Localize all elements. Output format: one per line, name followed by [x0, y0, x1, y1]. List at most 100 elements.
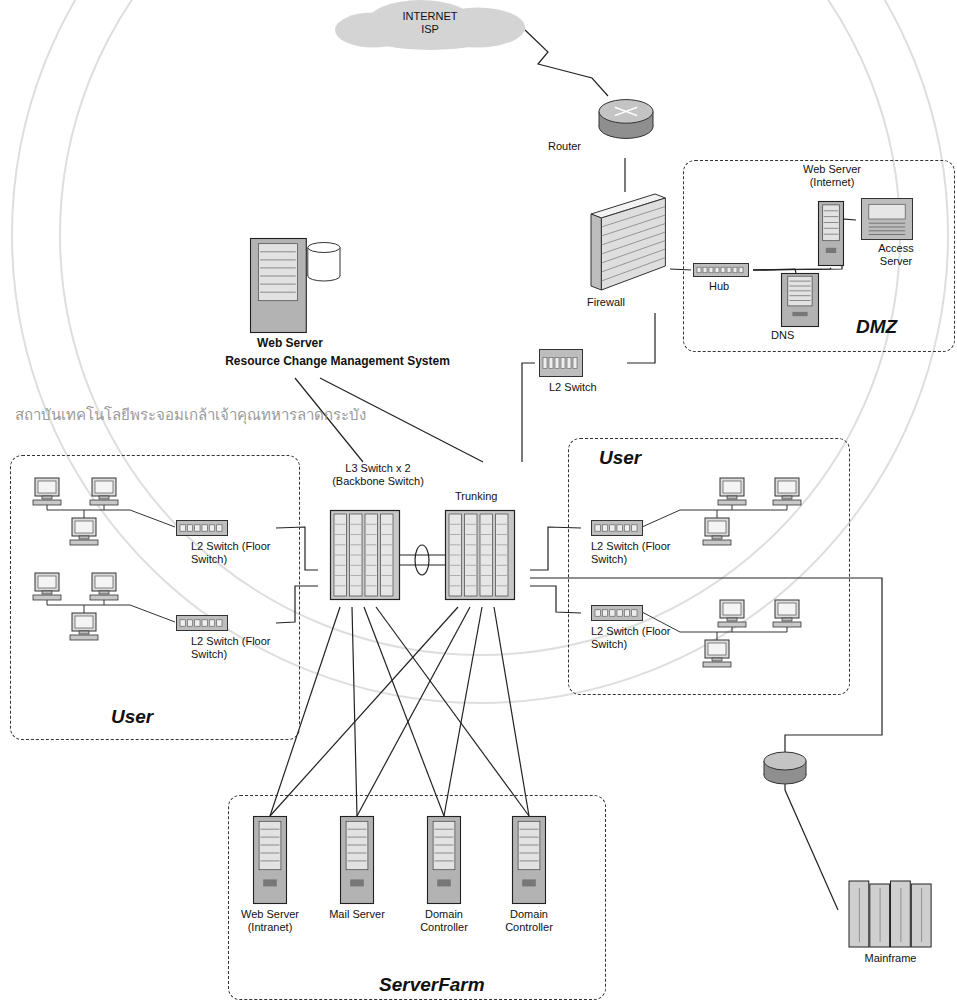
text-slot: L3 Switch x 2 (Backbone Switch): [318, 462, 438, 488]
network-link: [364, 607, 444, 816]
text-slot: Firewall: [587, 296, 647, 309]
text-slot: Access Server: [866, 242, 926, 268]
network-link: [270, 607, 458, 816]
text-slot: User: [111, 706, 181, 728]
text-slot: L2 Switch: [549, 381, 625, 394]
floor-switch: L2 Switch (Floor Switch): [581, 516, 686, 576]
text-slot: Web Server (Internet): [786, 163, 878, 189]
server-symbol: [253, 816, 287, 904]
internet-cloud: INTERNET ISP: [335, 0, 525, 50]
server-tower: Domain Controller: [498, 816, 562, 956]
device-label: L2 Switch: [549, 381, 625, 394]
device-label: Router: [548, 140, 600, 153]
network-link: [670, 269, 691, 270]
device-label: Web Server (Intranet): [239, 908, 301, 934]
zone-label: ServerFarm: [379, 974, 509, 996]
device-label: Web Server (Internet): [786, 163, 878, 189]
text-slot: Mainframe: [838, 952, 943, 965]
network-link: [276, 527, 318, 570]
device-label: Mail Server: [326, 908, 388, 921]
text-slot: L2 Switch (Floor Switch): [591, 625, 671, 651]
text-slot: Router: [548, 140, 600, 153]
device-label: Resource Change Management System: [195, 354, 480, 368]
server-farm: ServerFarm Web Server (Intranet) Mail Serv…: [228, 795, 606, 1000]
trunking-link: [400, 545, 445, 575]
access-server: Access Server: [856, 196, 938, 276]
label-slot: Trunking: [455, 490, 497, 503]
firewall-symbol: [587, 192, 667, 292]
server-symbol: [340, 816, 374, 904]
dmz-zone: DMZ Web Server (Internet) Access ServerHub…: [683, 160, 955, 352]
l3-symbol: [445, 510, 515, 600]
text-slot: ServerFarm: [379, 974, 509, 996]
network-link: [530, 586, 581, 613]
device-label: Domain Controller: [498, 908, 560, 934]
device-label: Firewall: [587, 296, 647, 309]
backbone-switch: L3 Switch x 2 (Backbone Switch): [318, 462, 530, 607]
network-link: [270, 607, 340, 816]
network-link: [530, 578, 882, 910]
rcms-server: Web ServerResource Change Management Sys…: [195, 238, 482, 378]
text-slot: Web Server: [235, 336, 345, 350]
zone-label: DMZ: [856, 316, 946, 338]
device-label: L2 Switch (Floor Switch): [191, 540, 271, 566]
network-link: [753, 269, 796, 273]
network-link: [522, 363, 535, 462]
text-slot: Resource Change Management System: [195, 354, 480, 368]
text-slot: L2 Switch (Floor Switch): [191, 540, 271, 566]
switch-symbol: [176, 615, 228, 631]
switch-symbol: [591, 605, 643, 621]
server-symbol: [818, 201, 844, 266]
text-slot: L2 Switch (Floor Switch): [591, 540, 671, 566]
device-label: L3 Switch x 2 (Backbone Switch): [318, 462, 438, 488]
firewall-node: Firewall: [585, 192, 670, 313]
trunk-label: Trunking: [455, 490, 497, 503]
server-tower: Web Server (Intranet): [239, 816, 303, 956]
router-node: Router: [548, 96, 656, 158]
router-symbol: [764, 752, 806, 784]
network-link: [276, 586, 318, 623]
device-label: L2 Switch (Floor Switch): [591, 540, 671, 566]
user-zone: User L2 Switch (Floor Switch) L2 Switch (F…: [568, 438, 850, 695]
text-slot: Domain Controller: [498, 908, 560, 934]
text-slot: DMZ: [856, 316, 946, 338]
device-label: Access Server: [866, 242, 926, 268]
device-label: Mainframe: [838, 952, 943, 965]
dns-server: DNS: [771, 273, 829, 346]
hub-node: Hub: [691, 263, 753, 297]
server-symbol: [512, 816, 546, 904]
switch-symbol: [176, 520, 228, 536]
text-slot: User: [599, 447, 669, 469]
network-link: [320, 378, 483, 462]
network-link: [525, 30, 608, 96]
server-symbol: [427, 816, 461, 904]
device-label: Hub: [709, 280, 749, 293]
text-slot: INTERNET ISP: [395, 10, 465, 36]
device-label: DNS: [771, 329, 827, 342]
network-link: [624, 158, 625, 192]
mainframe-symbol: [848, 880, 933, 948]
label-slot: สถาบันเทคโนโลยีพระจอมเกล้าเจ้าคุณทหารลาด…: [15, 405, 295, 425]
server-tower: Domain Controller: [413, 816, 477, 956]
network-link: [357, 607, 470, 816]
network-link: [627, 313, 655, 363]
hub-symbol: [693, 263, 749, 277]
text-slot: DNS: [771, 329, 827, 342]
floor-switch: L2 Switch (Floor Switch): [171, 516, 276, 576]
pc-group: [33, 478, 801, 667]
text-slot: L2 Switch (Floor Switch): [191, 635, 271, 661]
switch-symbol: [539, 349, 583, 377]
device-label: L2 Switch (Floor Switch): [591, 625, 671, 651]
switch-symbol: [591, 520, 643, 536]
server-tower: Mail Server: [326, 816, 390, 956]
network-link: [530, 527, 581, 570]
server-symbol: [781, 273, 819, 327]
rcms-symbol: [250, 238, 340, 333]
text-slot: Web Server (Intranet): [239, 908, 301, 934]
mainframe-node: Mainframe: [838, 880, 945, 980]
device-label: INTERNET ISP: [395, 10, 465, 36]
l3-symbol: [330, 510, 400, 600]
floor-switch: L2 Switch (Floor Switch): [581, 601, 686, 661]
device-label: Domain Controller: [413, 908, 475, 934]
watermark-text: สถาบันเทคโนโลยีพระจอมเกล้าเจ้าคุณทหารลาด…: [15, 405, 295, 425]
